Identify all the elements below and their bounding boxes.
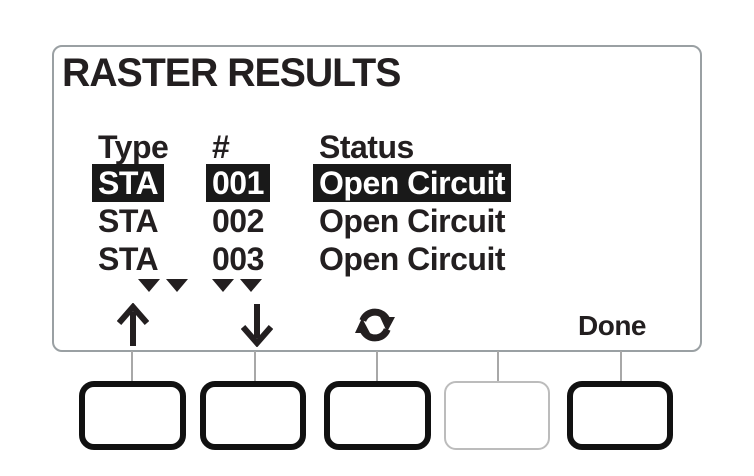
- softkey-button-4[interactable]: [444, 381, 550, 450]
- softkey-button-5[interactable]: [567, 381, 673, 450]
- column-header-number: #: [212, 129, 230, 165]
- table-row: STA 002 Open Circuit: [92, 202, 692, 240]
- softkey-button-3[interactable]: [324, 381, 431, 450]
- scroll-more-indicator-number: [212, 279, 262, 292]
- down-triangle-icon: [212, 279, 234, 292]
- up-arrow-icon: [117, 303, 149, 347]
- softkey-label-done: Done: [578, 310, 647, 341]
- button-connector-line: [376, 351, 378, 382]
- softkey-button-1[interactable]: [79, 381, 186, 450]
- table-row: STA 003 Open Circuit: [92, 240, 692, 278]
- cell-type: STA: [98, 241, 159, 277]
- column-header-status: Status: [319, 129, 414, 165]
- down-triangle-icon: [240, 279, 262, 292]
- button-connector-line: [254, 351, 256, 382]
- lcd-screen: RASTER RESULTS Type # Status STA 001 Ope…: [52, 45, 702, 352]
- cell-status: Open Circuit: [313, 164, 512, 202]
- cell-status: Open Circuit: [319, 241, 506, 277]
- down-triangle-icon: [166, 279, 188, 292]
- scroll-more-indicator-type: [138, 279, 188, 292]
- button-connector-line: [131, 351, 133, 382]
- down-triangle-icon: [138, 279, 160, 292]
- button-connector-line: [620, 351, 622, 382]
- cell-type: STA: [92, 164, 165, 202]
- page-title: RASTER RESULTS: [62, 51, 401, 95]
- column-header-type: Type: [98, 129, 169, 165]
- cell-number: 002: [212, 203, 264, 239]
- table-header-row: Type # Status: [92, 128, 692, 166]
- button-connector-line: [497, 351, 499, 382]
- cell-number: 001: [206, 164, 270, 202]
- refresh-icon: [354, 302, 396, 348]
- softkey-button-2[interactable]: [200, 381, 306, 450]
- cell-type: STA: [98, 203, 159, 239]
- down-arrow-icon: [241, 303, 273, 347]
- table-row: STA 001 Open Circuit: [92, 164, 692, 202]
- cell-number: 003: [212, 241, 264, 277]
- cell-status: Open Circuit: [319, 203, 506, 239]
